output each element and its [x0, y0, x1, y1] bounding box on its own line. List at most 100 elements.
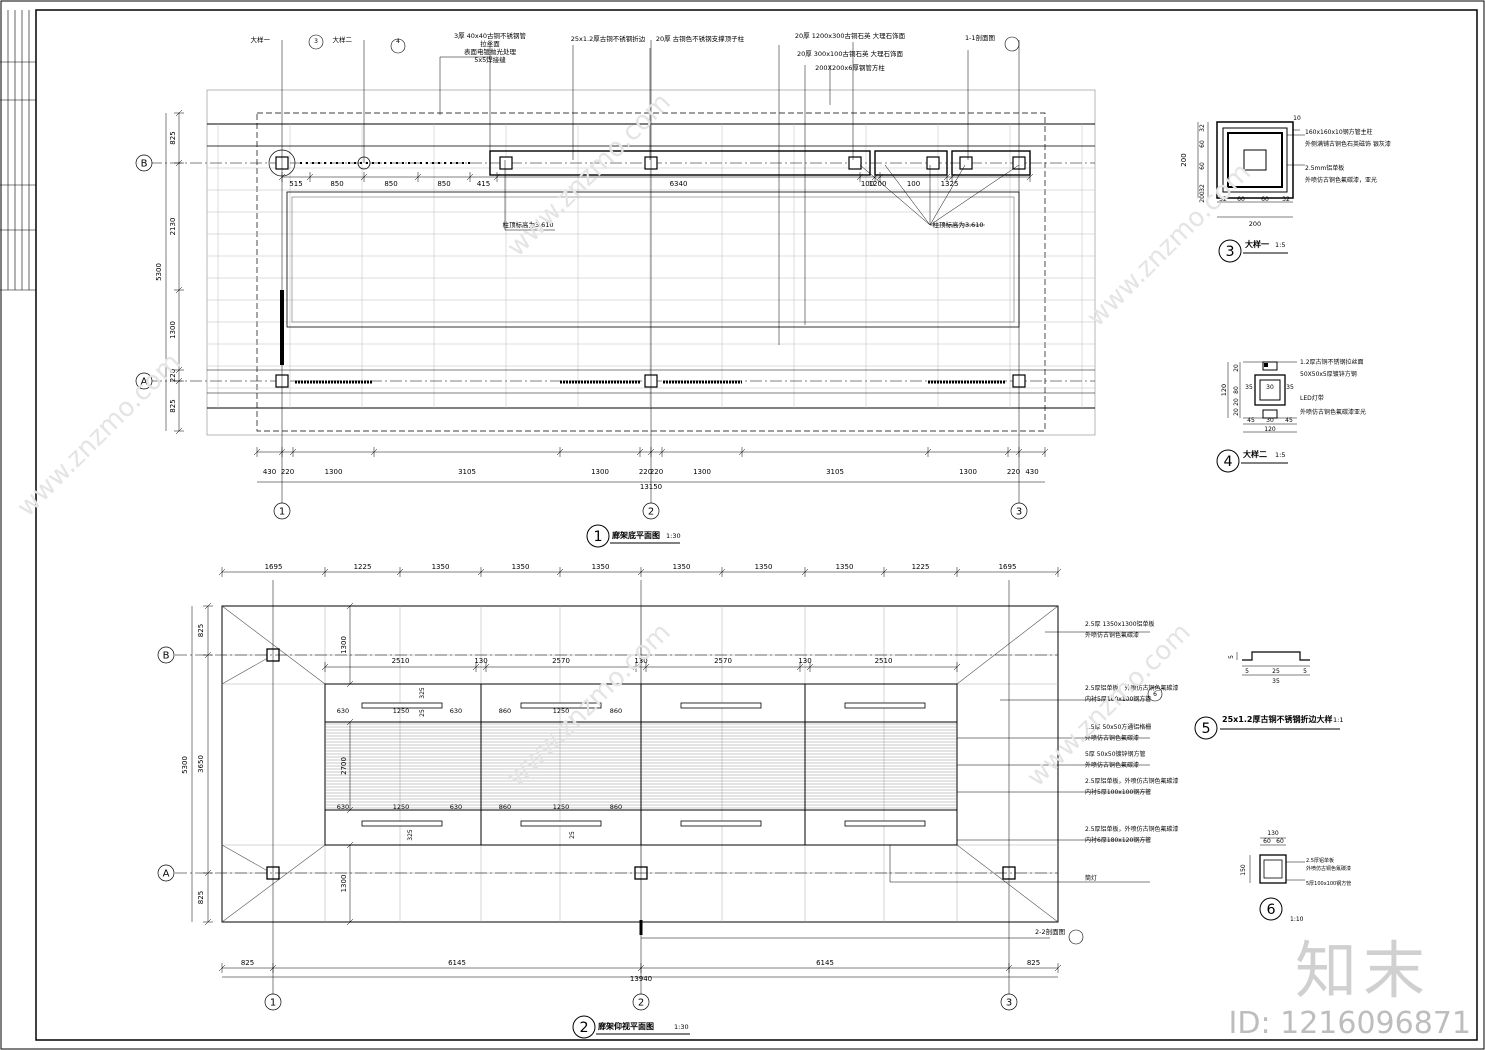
dimension-label: 5	[1303, 668, 1307, 675]
dimension-label: 515	[289, 180, 302, 188]
dimension-label: 1225	[912, 563, 930, 571]
dimension-label: 1200	[869, 180, 887, 188]
level-note: 柱顶标高为3.610	[932, 220, 983, 229]
drawing-border	[35, 9, 1478, 1041]
material-note: LED灯带	[1300, 394, 1324, 402]
dimension-label: 1350	[432, 563, 450, 571]
axis-label: A	[163, 869, 170, 880]
dimension-label: 6145	[816, 959, 834, 967]
material-note: 外喷仿古铜色氟碳漆亚光	[1300, 408, 1366, 416]
detail-scale: 1:10	[1290, 916, 1304, 923]
dimension-label: 1350	[673, 563, 691, 571]
dimension-label: 825	[241, 959, 254, 967]
dimension-label: 3105	[458, 468, 476, 476]
callout-note: 25x1.2厚古铜不锈钢折边	[571, 34, 646, 43]
dimension-label: 2570	[552, 657, 570, 665]
dimension-label: 1250	[553, 803, 570, 811]
dimension-label: 220	[1007, 468, 1020, 476]
dimension-label: 860	[499, 803, 511, 811]
material-note: 50X50x5厚镀锌方钢	[1300, 370, 1357, 378]
material-note: 外喷仿古铜色氟碳漆	[1306, 865, 1351, 872]
detail-index: 6	[1266, 902, 1275, 918]
detail-title: 大样一	[1245, 239, 1269, 249]
dimension-total: 5300	[181, 756, 189, 774]
material-note: 外喷仿古铜色氟碳漆	[1085, 734, 1139, 742]
view-title: 廊架仰视平面图	[598, 1021, 654, 1031]
material-note: 外喷仿古铜色氟碳漆	[1085, 631, 1139, 639]
dimension-total: 13940	[630, 975, 652, 983]
dimension-label: 220	[650, 468, 663, 476]
dimension-label: 220	[169, 369, 177, 382]
callout-note: 拉丝面	[480, 39, 500, 48]
detail-title: 大样二	[1243, 449, 1267, 459]
dimension-label: 1250	[553, 707, 570, 715]
material-note: 外侧满铺古铜色石英磁饰 银灰漆	[1305, 140, 1391, 148]
axis-bubble	[264, 993, 282, 1011]
dimension-label: 35	[1286, 384, 1294, 391]
callout-note: 大样一	[251, 35, 271, 44]
watermark-brand: 知末	[1294, 934, 1431, 1007]
dimension-label: 60	[1261, 196, 1269, 203]
level-note: 柱顶标高为3.610	[502, 220, 553, 229]
detail-index: 5	[1201, 721, 1210, 737]
callout-note: 5x5焊接缝	[474, 55, 506, 64]
dimension-label: 860	[499, 707, 511, 715]
watermark: 知末 ID: 1216096871	[1229, 936, 1471, 1042]
dimension-label: 630	[450, 803, 462, 811]
dimension-label: 130	[474, 657, 487, 665]
material-note: 外喷仿古铜色氟碳漆，亚光	[1305, 176, 1377, 184]
dimension-total: 5300	[155, 263, 163, 281]
dimension-label: 20	[1233, 398, 1240, 406]
dimension-label: 100	[861, 180, 874, 188]
detail-scale: 1:5	[1275, 451, 1285, 459]
dimension-label: 1250	[393, 707, 410, 715]
axis-label: 2	[638, 998, 644, 1009]
dimension-label: 1350	[512, 563, 530, 571]
dimension-label: 325	[419, 687, 426, 699]
dimension-label: 430	[1025, 468, 1038, 476]
dimension-label: 60	[1263, 838, 1271, 845]
dimension-label: 1695	[265, 563, 283, 571]
dimension-label: 1350	[836, 563, 854, 571]
dimension-label: 6145	[448, 959, 466, 967]
dimension-label: 325	[407, 829, 414, 841]
dimension-label: 6340	[670, 180, 688, 188]
axis-label: 3	[1006, 998, 1012, 1009]
dimension-label: 220	[281, 468, 294, 476]
dimension-label: 130	[798, 657, 811, 665]
dimension-label: 220	[639, 468, 652, 476]
dimension-label: 825	[169, 399, 177, 412]
axis-bubble	[642, 502, 660, 520]
dimension-label: 2700	[340, 757, 348, 775]
callout-note: 大样二	[333, 35, 353, 44]
dimension-label: 45	[1247, 417, 1255, 424]
dimension-label: 1300	[169, 321, 177, 339]
material-note: 2.5厚 1350x1300铝单板	[1085, 620, 1155, 628]
dimension-label: 80	[1233, 386, 1240, 394]
axis-bubble	[1000, 993, 1018, 1011]
callout-ref: 3	[314, 38, 318, 45]
callout-ref: 6	[1153, 691, 1157, 698]
dimension-total: 13150	[640, 483, 662, 491]
dimension-label: 20	[1233, 364, 1240, 372]
material-note: 1.5厚 50x50方通铝格栅	[1085, 723, 1151, 731]
dimension-label: 2510	[392, 657, 410, 665]
callout-note: 1-1剖面图	[965, 33, 995, 42]
material-note: 2.5厚铝单板，外喷仿古铜色氟碳漆	[1085, 777, 1179, 785]
dimension-label: 130	[634, 657, 647, 665]
dimension-label: 200	[1180, 153, 1188, 166]
axis-label: 2	[648, 507, 654, 518]
dimension-label: 825	[169, 131, 177, 144]
dimension-label: 825	[197, 891, 205, 904]
watermark-id: ID: 1216096871	[1228, 1006, 1471, 1041]
dimension-label: 860	[610, 707, 622, 715]
dimension-label: 60	[1199, 162, 1206, 170]
callout-ref: 4	[396, 38, 400, 45]
detail-index-bubble	[1218, 239, 1242, 263]
dimension-label: 1350	[755, 563, 773, 571]
detail-index-bubble	[1259, 897, 1283, 921]
dimension-label: 850	[437, 180, 450, 188]
dimension-label: 32	[1282, 196, 1290, 203]
callout-note: 20厚 300x100古铜石英 大理石饰面	[797, 49, 904, 58]
